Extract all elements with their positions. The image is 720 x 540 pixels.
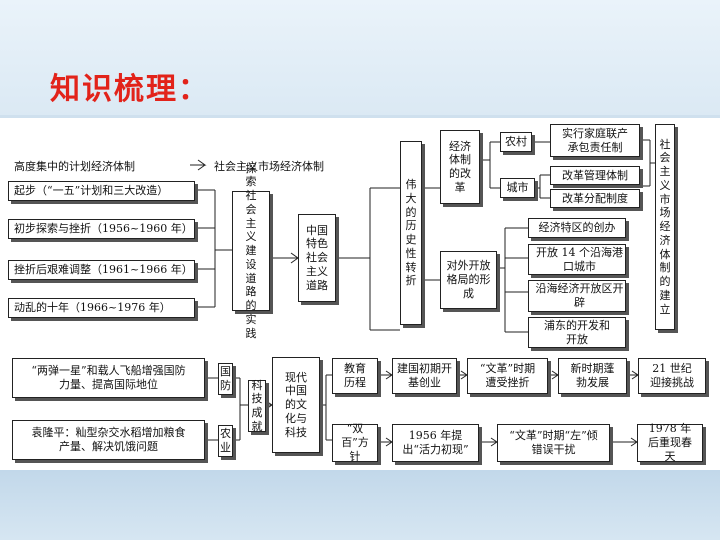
opening-item-3: 沿海经济开放区开辟: [528, 280, 626, 312]
opening-item-1: 经济特区的创办: [528, 218, 626, 238]
education-step-3: 新时期蓬勃发展: [558, 358, 627, 394]
opening-item-2: 开放 14 个沿海港口城市: [528, 244, 626, 275]
explore-arrow: [270, 252, 300, 264]
page-title: 知识梳理：: [50, 72, 210, 107]
header-band: [0, 0, 720, 115]
rural-box: 农村: [500, 132, 532, 152]
education-step-4: 21 世纪迎接挑战: [638, 358, 706, 394]
education-step-2: “文革”时期遭受挫折: [467, 358, 548, 394]
policy-step-2: “文革”时期“左”倾错误干扰: [497, 424, 610, 462]
education-step-1: 建国初期开基创业: [392, 358, 457, 394]
market-economy-label: 社会主义市场经济体制: [214, 160, 324, 173]
turn-box: 伟大的历史性转折: [400, 141, 422, 325]
market-box: 社会主义市场经济体制的建立: [655, 124, 675, 330]
agri-box: 袁隆平：籼型杂交水稻增加粮食产量、解决饥饿问题: [12, 420, 205, 460]
stage-box-4: 动乱的十年（1966~1976 年）: [8, 298, 195, 318]
stage-box-1: 起步（“一五”计划和三大改造）: [8, 181, 195, 201]
policy-box: “双百”方针: [332, 422, 378, 463]
stage-box-2: 初步探索与挫折（1956~1960 年）: [8, 219, 195, 239]
stage-box-3: 挫折后艰难调整（1961~1966 年）: [8, 260, 195, 280]
city-item-1: 改革管理体制: [550, 166, 640, 185]
planned-economy-label: 高度集中的计划经济体制: [14, 160, 135, 173]
policy-step-1: 1956 年提出“活力初现”: [392, 424, 479, 462]
transition-arrow: [190, 159, 207, 171]
opening-box: 对外开放格局的形成: [440, 251, 497, 309]
city-box: 城市: [500, 178, 535, 198]
culture-box: 现代中国的文化与科技: [272, 357, 320, 453]
china-road-box: 中国特色社会主义道路: [298, 214, 336, 302]
reform-box: 经济体制的改革: [440, 130, 480, 204]
city-item-2: 改革分配制度: [550, 189, 640, 208]
explore-box: 探索社会主义建设道路的实践: [232, 162, 270, 340]
policy-step-3: 1978 年后重现春天: [637, 422, 703, 463]
achievement-box: 科技成就: [248, 379, 266, 433]
opening-item-4: 浦东的开发和开放: [528, 317, 626, 348]
rural-item-box: 实行家庭联产承包责任制: [550, 124, 640, 157]
footer-band: [0, 470, 720, 540]
defense-label: 国防: [218, 363, 233, 395]
agri-label: 农业: [218, 425, 233, 457]
defense-box: “两弹一星”和载人飞船增强国防力量、提高国际地位: [12, 358, 205, 398]
education-box: 教育历程: [332, 358, 378, 394]
